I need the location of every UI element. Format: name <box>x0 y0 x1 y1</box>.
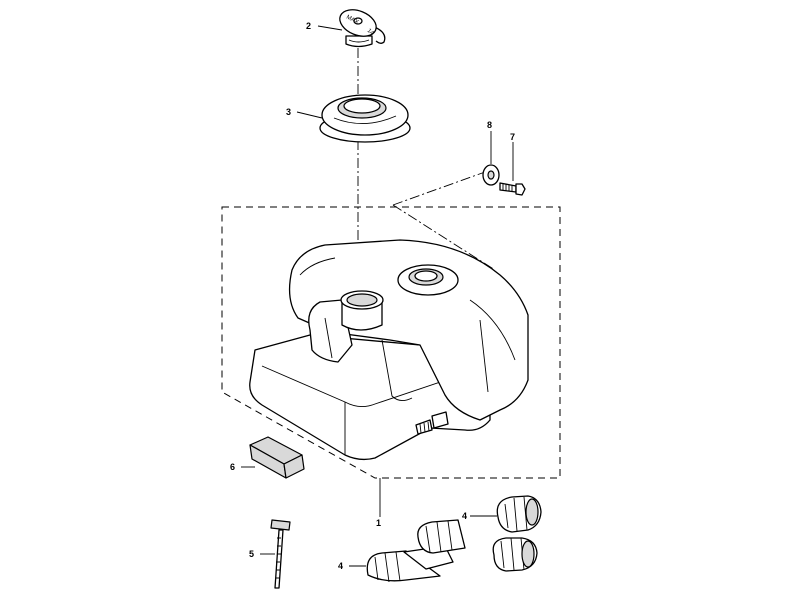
bolt <box>499 182 526 196</box>
callout-1: 1 <box>376 518 381 528</box>
callout-2: 2 <box>306 21 311 31</box>
callout-5: 5 <box>249 549 254 559</box>
cable-tie <box>270 519 291 589</box>
leader-lines <box>241 25 514 567</box>
hose-clip-lower <box>366 519 466 583</box>
grommet-ring <box>319 94 411 143</box>
callout-4-upper: 4 <box>462 511 467 521</box>
fuel-cap: MAX 14 <box>339 9 386 48</box>
callout-labels: 2 3 8 7 1 6 5 4 4 <box>230 21 515 571</box>
callout-7: 7 <box>510 132 515 142</box>
svg-text:MAX: MAX <box>345 14 359 25</box>
callout-8: 8 <box>487 120 492 130</box>
callout-3: 3 <box>286 107 291 117</box>
foam-pad <box>249 436 305 479</box>
callout-4-lower: 4 <box>338 561 343 571</box>
hose-clip-upper <box>492 495 542 572</box>
assembly-boundary <box>221 206 561 479</box>
callout-6: 6 <box>230 462 235 472</box>
washer <box>482 164 500 186</box>
cap-marking: 14 <box>366 28 375 37</box>
fuel-tank <box>249 239 529 461</box>
